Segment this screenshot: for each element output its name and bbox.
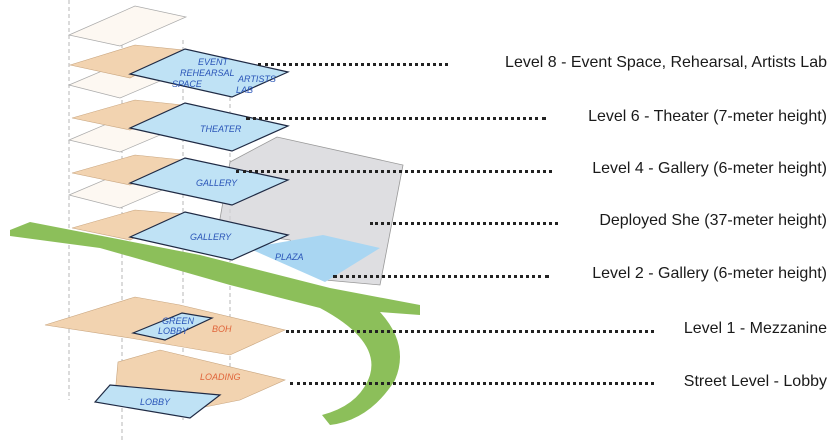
plan-label-theater: THEATER [200, 124, 242, 134]
label-level-1: Level 1 - Mezzanine [683, 320, 827, 337]
leader-street-level [290, 382, 654, 385]
leader-level-8 [258, 63, 448, 66]
leader-level-6 [246, 117, 546, 120]
plan-label-loading: LOADING [200, 372, 241, 382]
deployed-shell [217, 136, 404, 286]
label-level-2: Level 2 - Gallery (6-meter height) [592, 265, 827, 282]
plan-label-gallery-4: GALLERY [196, 178, 238, 188]
label-street-level: Street Level - Lobby [683, 373, 827, 390]
plan-label-boh: BOH [212, 324, 232, 334]
plan-label-lobby: LOBBY [140, 397, 171, 407]
label-level-4: Level 4 - Gallery (6-meter height) [592, 160, 827, 177]
leader-level-4 [236, 170, 552, 173]
plan-label-lobby-1: LOBBY [158, 326, 189, 336]
leader-level-2 [333, 275, 549, 278]
plan-label-lab: LAB [236, 85, 253, 95]
plan-label-space: SPACE [172, 79, 203, 89]
leader-level-1 [286, 330, 654, 333]
plan-label-event: EVENT [198, 57, 230, 67]
label-level-6: Level 6 - Theater (7-meter height) [588, 108, 827, 125]
label-level-8: Level 8 - Event Space, Rehearsal, Artist… [505, 54, 827, 71]
plan-label-rehearsal: REHEARSAL [180, 68, 235, 78]
plan-label-plaza: PLAZA [275, 252, 304, 262]
label-deployed-shell: Deployed She (37-meter height) [599, 212, 827, 229]
plaza-area [248, 235, 380, 282]
leader-deployed-shell [370, 222, 558, 225]
rooms [93, 48, 290, 419]
plan-label-gallery-2: GALLERY [190, 232, 232, 242]
plan-label-artists: ARTISTS [237, 74, 276, 84]
plan-labels: EVENT REHEARSAL SPACE ARTISTS LAB THEATE… [140, 57, 304, 407]
green-bridge [10, 222, 420, 425]
plan-label-green: GREEN [162, 316, 195, 326]
